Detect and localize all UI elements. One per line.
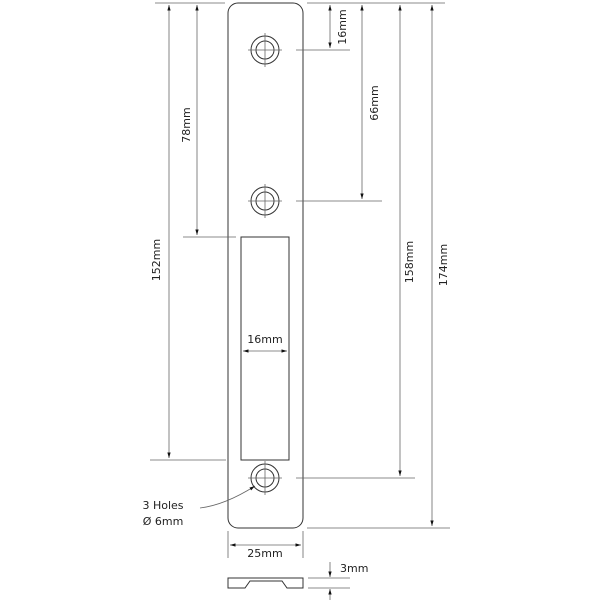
side-profile: [227, 577, 304, 589]
dim-label-158mm: 158mm: [403, 241, 416, 283]
latch-slot: [240, 236, 290, 461]
dim-label-66mm: 66mm: [368, 85, 381, 120]
dimension-lines: [167, 5, 434, 600]
dim-label-78mm: 78mm: [180, 107, 193, 142]
holes-count-label: 3 Holes: [142, 499, 183, 512]
screw-hole-top: [248, 33, 282, 67]
dim-label-152mm: 152mm: [150, 239, 163, 281]
dim-label-plate-width: 25mm: [247, 547, 282, 560]
dim-label-16mm-top: 16mm: [336, 9, 349, 44]
dim-label-slot-width: 16mm: [247, 333, 282, 346]
holes-diameter-label: Ø 6mm: [143, 515, 184, 528]
screw-hole-bottom: [248, 461, 282, 495]
screw-holes: [248, 33, 282, 495]
strike-plate: [227, 2, 304, 529]
screw-hole-middle: [248, 184, 282, 218]
dim-label-174mm: 174mm: [437, 244, 450, 286]
extension-lines: [150, 2, 450, 589]
dim-label-thickness: 3mm: [340, 562, 368, 575]
